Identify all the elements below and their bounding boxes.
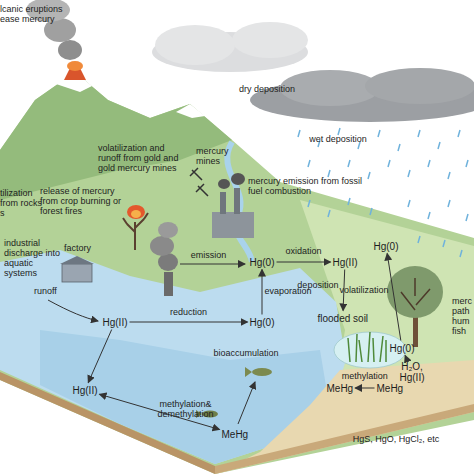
- rain-cloud: [365, 68, 474, 104]
- node-text: Hg(0): [390, 343, 415, 354]
- cycle-arrow: [277, 262, 331, 263]
- tree-crown: [387, 266, 443, 318]
- process-label: methylation: [342, 372, 388, 382]
- cycle-arrow: [355, 388, 374, 389]
- node-text: Hg(II): [73, 385, 98, 396]
- annotation-label: dry deposition: [232, 84, 302, 94]
- species-node: Hg(0): [249, 256, 276, 269]
- species-node: MeHg: [326, 382, 355, 395]
- cycle-arrow: [130, 322, 248, 323]
- species-node: flooded soil: [317, 312, 370, 325]
- block-edge: [215, 404, 474, 474]
- species-node: Hg(0): [389, 342, 416, 355]
- cloud: [155, 25, 235, 65]
- bioaccumulation-arrow: [238, 382, 255, 424]
- species-node: Hg(II): [72, 384, 99, 397]
- species-node: Hg(0): [249, 316, 276, 329]
- process-label: oxidation: [285, 247, 321, 257]
- node-text: MeHg: [377, 383, 404, 394]
- chimney: [234, 188, 240, 214]
- fish-tail: [245, 367, 252, 377]
- snow-cap: [176, 104, 205, 118]
- river: [227, 142, 252, 262]
- fire: [127, 205, 145, 219]
- node-text: MeHg: [327, 383, 354, 394]
- annotation-label: release of mercury from crop burning or …: [40, 186, 132, 216]
- emission-arrow: [180, 264, 245, 265]
- node-text: H₂O, Hg(II): [394, 361, 430, 383]
- cycle-arrow: [88, 330, 111, 383]
- node-text: Hg(0): [374, 241, 399, 252]
- annotation-label: volatilization and runoff from gold and …: [98, 143, 184, 173]
- block-edge: [0, 372, 215, 474]
- node-text: flooded soil: [318, 313, 369, 324]
- volcanic-smoke: [58, 40, 82, 60]
- smokestack: [164, 272, 173, 296]
- process-label: volatilization: [339, 286, 388, 296]
- land-surface: [0, 72, 474, 474]
- cycle-arrow: [387, 254, 401, 341]
- species-node: Hg(II): [102, 316, 129, 329]
- annotation-label: bioaccumulation: [210, 348, 282, 358]
- species-node: H₂O, Hg(II): [393, 360, 431, 384]
- annotation-label: merc path hum fish: [452, 296, 474, 336]
- node-text: Hg(II): [103, 317, 128, 328]
- smoke: [218, 179, 230, 189]
- rice-plants: [348, 332, 386, 362]
- node-text: Hg(0): [250, 257, 275, 268]
- process-label: methylation& demethylation: [150, 400, 222, 420]
- rain-drops: [298, 128, 468, 257]
- eruption: [67, 61, 83, 71]
- species-node: Hg(0): [373, 240, 400, 253]
- chimney: [220, 192, 226, 214]
- fish: [252, 368, 272, 376]
- pickaxe-symbol: [190, 168, 208, 196]
- mountain: [0, 72, 232, 200]
- species-node: MeHg: [376, 382, 405, 395]
- annotation-label: wet deposition: [298, 134, 378, 144]
- factory-building: [62, 264, 92, 282]
- annotation-label: lcanic eruptions ease mercury: [0, 4, 78, 24]
- runoff-arrow: [48, 300, 98, 321]
- emission-plume: [150, 236, 174, 256]
- process-label: reduction: [170, 308, 207, 318]
- cloud: [232, 22, 308, 58]
- annotation-label: HgS, HgO, HgCl₂, etc: [346, 434, 446, 444]
- emission-plume: [158, 222, 178, 238]
- species-node: MeHg: [221, 428, 250, 441]
- annotation-label: mercury mines: [196, 146, 244, 166]
- fire: [131, 210, 141, 218]
- tree-branches: [401, 278, 430, 310]
- sediment: [215, 360, 474, 474]
- species-node: Hg(II): [332, 256, 359, 269]
- annotation-label: factory: [64, 243, 104, 253]
- annotation-label: industrial discharge into aquatic system…: [4, 238, 66, 278]
- annotation-label: emission: [186, 250, 231, 260]
- node-text: Hg(II): [333, 257, 358, 268]
- smoke: [231, 173, 245, 185]
- cycle-arrow: [405, 356, 406, 360]
- annotation-label: mercury emission from fossil fuel combus…: [248, 176, 363, 196]
- power-plant: [212, 212, 254, 238]
- cycle-arrow: [262, 270, 263, 315]
- process-label: evaporation: [264, 287, 311, 297]
- node-text: Hg(0): [250, 317, 275, 328]
- factory-roof: [60, 256, 94, 264]
- node-text: MeHg: [222, 429, 249, 440]
- annotation-label: runoff: [34, 286, 74, 296]
